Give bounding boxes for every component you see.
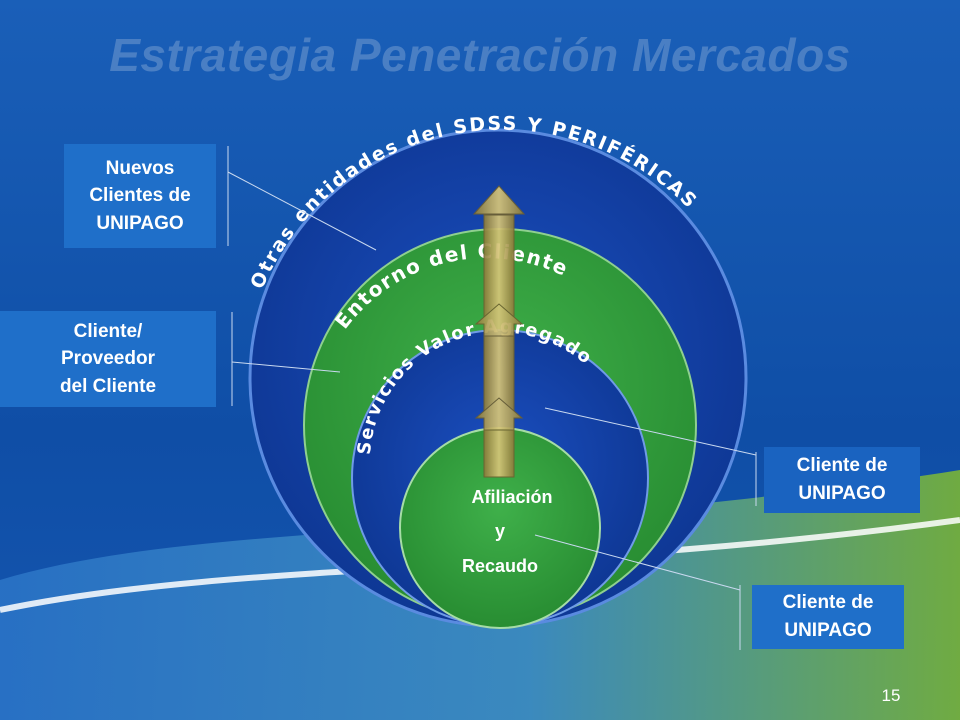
callout-cliente-proveedor: Cliente/ Proveedor del Cliente: [0, 311, 216, 407]
callout-cliente-unipago-1-text: Cliente de UNIPAGO: [796, 455, 888, 504]
callout-cliente-unipago-2-text: Cliente de UNIPAGO: [782, 592, 874, 641]
callout-cliente-unipago-2: Cliente de UNIPAGO: [752, 585, 904, 649]
core-label-line2: y: [495, 521, 505, 541]
growth-arrow: [472, 185, 526, 478]
callout-cliente-unipago-1: Cliente de UNIPAGO: [764, 447, 920, 513]
page-number: 15: [881, 686, 901, 705]
core-label-line1: Afiliación: [471, 487, 552, 507]
connector-lines: [227, 146, 757, 650]
core-label-line3: Recaudo: [462, 556, 538, 576]
callout-nuevos-clientes: Nuevos Clientes de UNIPAGO: [64, 144, 216, 248]
callout-nuevos-clientes-text: Nuevos Clientes de UNIPAGO: [89, 157, 191, 234]
slide-title: Estrategia Penetración Mercados: [109, 29, 851, 81]
callout-cliente-proveedor-text: Cliente/ Proveedor del Cliente: [59, 320, 157, 397]
